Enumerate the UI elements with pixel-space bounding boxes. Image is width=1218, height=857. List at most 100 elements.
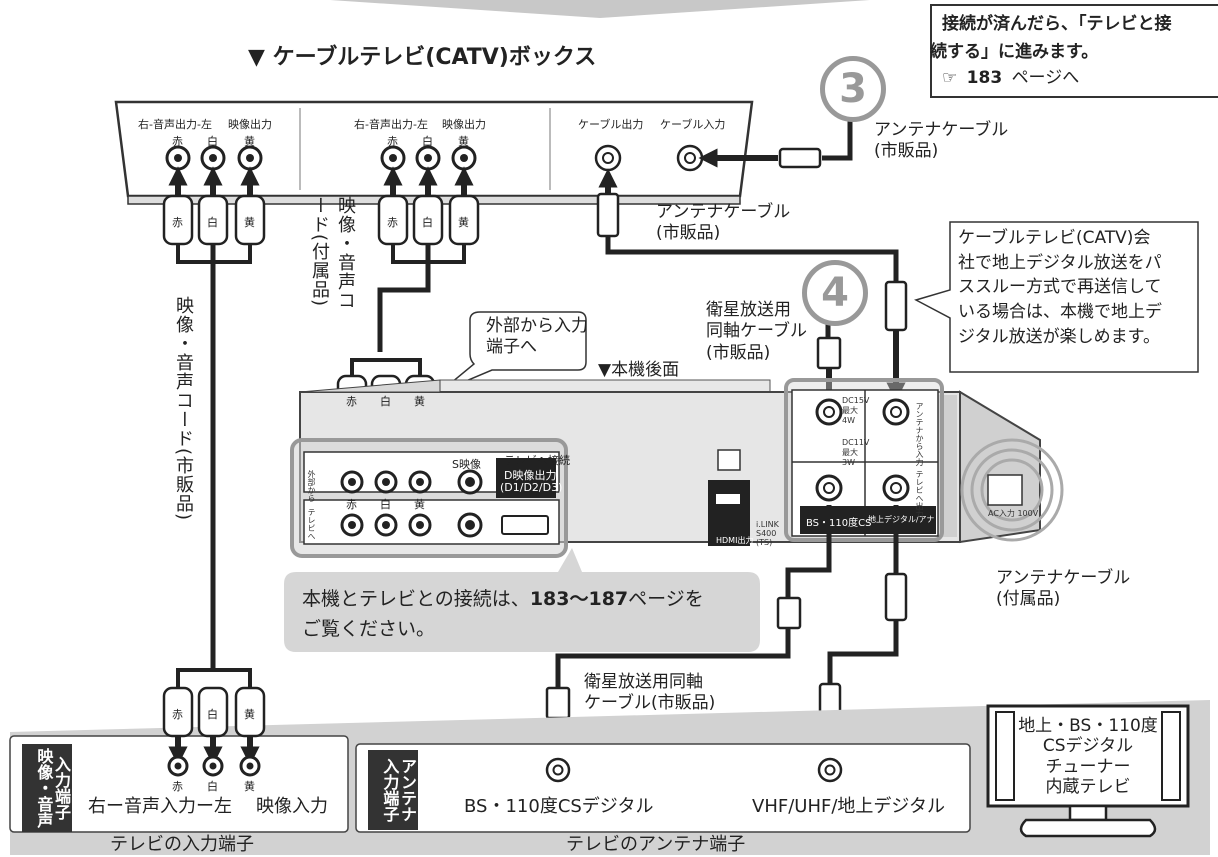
tv-jack-yellow: 黄 (244, 780, 255, 793)
tv-uhf-antenna-jack (817, 757, 843, 783)
reference-page: 183 (966, 68, 1003, 88)
tv-input-tag: 入力端子 映像・音声 (22, 744, 72, 832)
d-video-modes-label: (D1/D2/D3) (500, 481, 563, 494)
tv-video-input-label: 映像入力 (256, 796, 328, 817)
plug-letter-white-2: 白 (422, 135, 433, 148)
reference-suffix: ページへ (1011, 68, 1080, 88)
antenna-cable-label-2: アンテナケーブル (市販品) (656, 202, 791, 244)
catv-cable-in-label: ケーブル入力 (660, 118, 726, 131)
tv-bs-cs-label: BS・110度CSデジタル (464, 796, 654, 817)
satellite-coax-top-label: 衛星放送用 同軸ケーブル (市販品) (706, 300, 807, 363)
external-input-bubble (439, 311, 587, 393)
bs-tv-out-jack (815, 474, 843, 502)
plug-set-tv (162, 668, 266, 766)
step-3-badge: 3 (820, 56, 886, 122)
plug-letter-red-2: 赤 (387, 135, 398, 148)
recorder-out-yellow (408, 513, 432, 537)
top-wedge (330, 0, 870, 18)
tv-bs-antenna-jack (545, 757, 571, 783)
s-video-label: S映像 (452, 458, 481, 471)
tv-side-label: テレビへ (307, 508, 316, 540)
d-video-out-label: D映像出力 (504, 469, 557, 482)
top-note-line2: 続する」に進みます。 (930, 42, 1099, 62)
tv-jack-white: 白 (207, 780, 218, 793)
top-note-line1: 接続が済んだら、「テレビと接 (942, 14, 1172, 34)
catv-jack-red-2 (380, 145, 406, 171)
recorder-in-red (340, 470, 364, 494)
tv-in-jack-white (202, 755, 224, 777)
recorder-jack-white: 白 (380, 498, 391, 511)
tv-out-label: テレビへ出力 (915, 470, 924, 518)
plug-set-middle (377, 166, 480, 352)
step-4-badge: 4 (802, 260, 868, 326)
uhf-antenna-in-jack (882, 398, 910, 426)
top-note-ref[interactable]: ☞ 183 ページへ (942, 68, 1079, 89)
recorder-in-yellow (408, 470, 432, 494)
plug-yellow-4: 黄 (244, 708, 255, 721)
plug-yellow-2: 黄 (458, 216, 469, 229)
tv-jack-red: 赤 (172, 780, 183, 793)
tv-in-jack-yellow (239, 755, 261, 777)
tv-in-jack-red (167, 755, 189, 777)
ext-input-side-label: 外部から (307, 470, 316, 502)
dc15v-label: DC15V 最大4W (842, 396, 870, 425)
plug-set-left (162, 166, 266, 668)
bs-antenna-in-jack (815, 398, 843, 426)
tv-illustration (986, 704, 1190, 838)
plug-red-1: 赤 (172, 216, 183, 229)
catv-jack-yellow-1 (237, 145, 263, 171)
catv-cable-out-jack (594, 144, 622, 172)
tv-connection-label: テレビへ接続 (504, 454, 570, 467)
antenna-cable-supplied-label: アンテナケーブル (付属品) (996, 568, 1131, 610)
av-cord-supplied-label: 映像・音声コード(付属品) (309, 196, 356, 310)
fan-grille (960, 438, 1064, 542)
d-video-connector (501, 515, 549, 535)
catv-cable-in-jack (676, 144, 704, 172)
rear-panel-label: ▼本機後面 (598, 360, 680, 380)
catv-audio-out-label: 右-音声出力-左 (138, 118, 212, 131)
tv-antenna-tag: アンテナ 入力端子 (368, 750, 418, 830)
plug-red-3: 赤 (346, 395, 357, 408)
recorder-out-white (374, 513, 398, 537)
tv-vhf-uhf-label: VHF/UHF/地上デジタル (752, 796, 946, 817)
reference-icon: ☞ (942, 68, 958, 88)
antenna-cable-incoming (698, 105, 853, 169)
plug-letter-red: 赤 (172, 135, 183, 148)
tv-audio-input-label: 右ー音声入力ー左 (88, 796, 232, 817)
tv-screen-text: 地上・BS・110度 CSデジタル チューナー 内蔵テレビ (1018, 716, 1158, 798)
recorder-svideo-in (457, 469, 483, 495)
catv-box-title: ▼ ケーブルテレビ(CATV)ボックス (248, 45, 597, 70)
tv-connection-note[interactable]: 本機とテレビとの接続は、183〜187ページを ご覧ください。 (302, 588, 704, 641)
catv-jack-red-1 (165, 145, 191, 171)
plug-white-3: 白 (380, 395, 391, 408)
ac-input-label: AC入力 100V (988, 509, 1039, 518)
top-note-box: 接続が済んだら、「テレビと接 続する」に進みます。 ☞ 183 ページへ (930, 4, 1218, 98)
catv-note-text: ケーブルテレビ(CATV)会 社で地上デジタル放送をパ ススルー方式で再送信して… (958, 228, 1162, 347)
av-cord-sold-label: 映像・音声コード(市販品) (173, 296, 194, 522)
hdmi-out-label: HDMI出力 (716, 536, 754, 545)
bs-cs-label: BS・110度CS (806, 518, 872, 529)
catv-audio-out-label-2: 右-音声出力-左 (354, 118, 428, 131)
plug-white-2: 白 (422, 216, 433, 229)
satellite-coax-bottom-label: 衛星放送用同軸 ケーブル(市販品) (584, 672, 716, 714)
catv-video-out-label: 映像出力 (228, 118, 272, 131)
recorder-out-red (340, 513, 364, 537)
catv-note-bubble (914, 221, 1199, 373)
antenna-cable-label-1: アンテナケーブル (市販品) (874, 120, 1009, 162)
ilink-label: i.LINK S400 (TS) (756, 520, 779, 547)
recorder-in-white (374, 470, 398, 494)
plug-white-1: 白 (207, 216, 218, 229)
plug-red-2: 赤 (387, 216, 398, 229)
plug-white-4: 白 (207, 708, 218, 721)
terrestrial-label: 地上デジタル/アナログ(VHF/UHF) (868, 515, 934, 524)
tv-input-caption: テレビの入力端子 (110, 834, 254, 855)
uhf-tv-out-jack (882, 474, 910, 502)
catv-jack-yellow-2 (451, 145, 477, 171)
plug-letter-yellow-2: 黄 (458, 135, 469, 148)
plug-yellow-1: 黄 (244, 216, 255, 229)
dc11v-label: DC11V 最大3W (842, 438, 870, 467)
plug-red-4: 赤 (172, 708, 183, 721)
plug-letter-yellow: 黄 (244, 135, 255, 148)
external-input-label: 外部から入力 端子へ (486, 316, 588, 358)
catv-jack-white-2 (415, 145, 441, 171)
